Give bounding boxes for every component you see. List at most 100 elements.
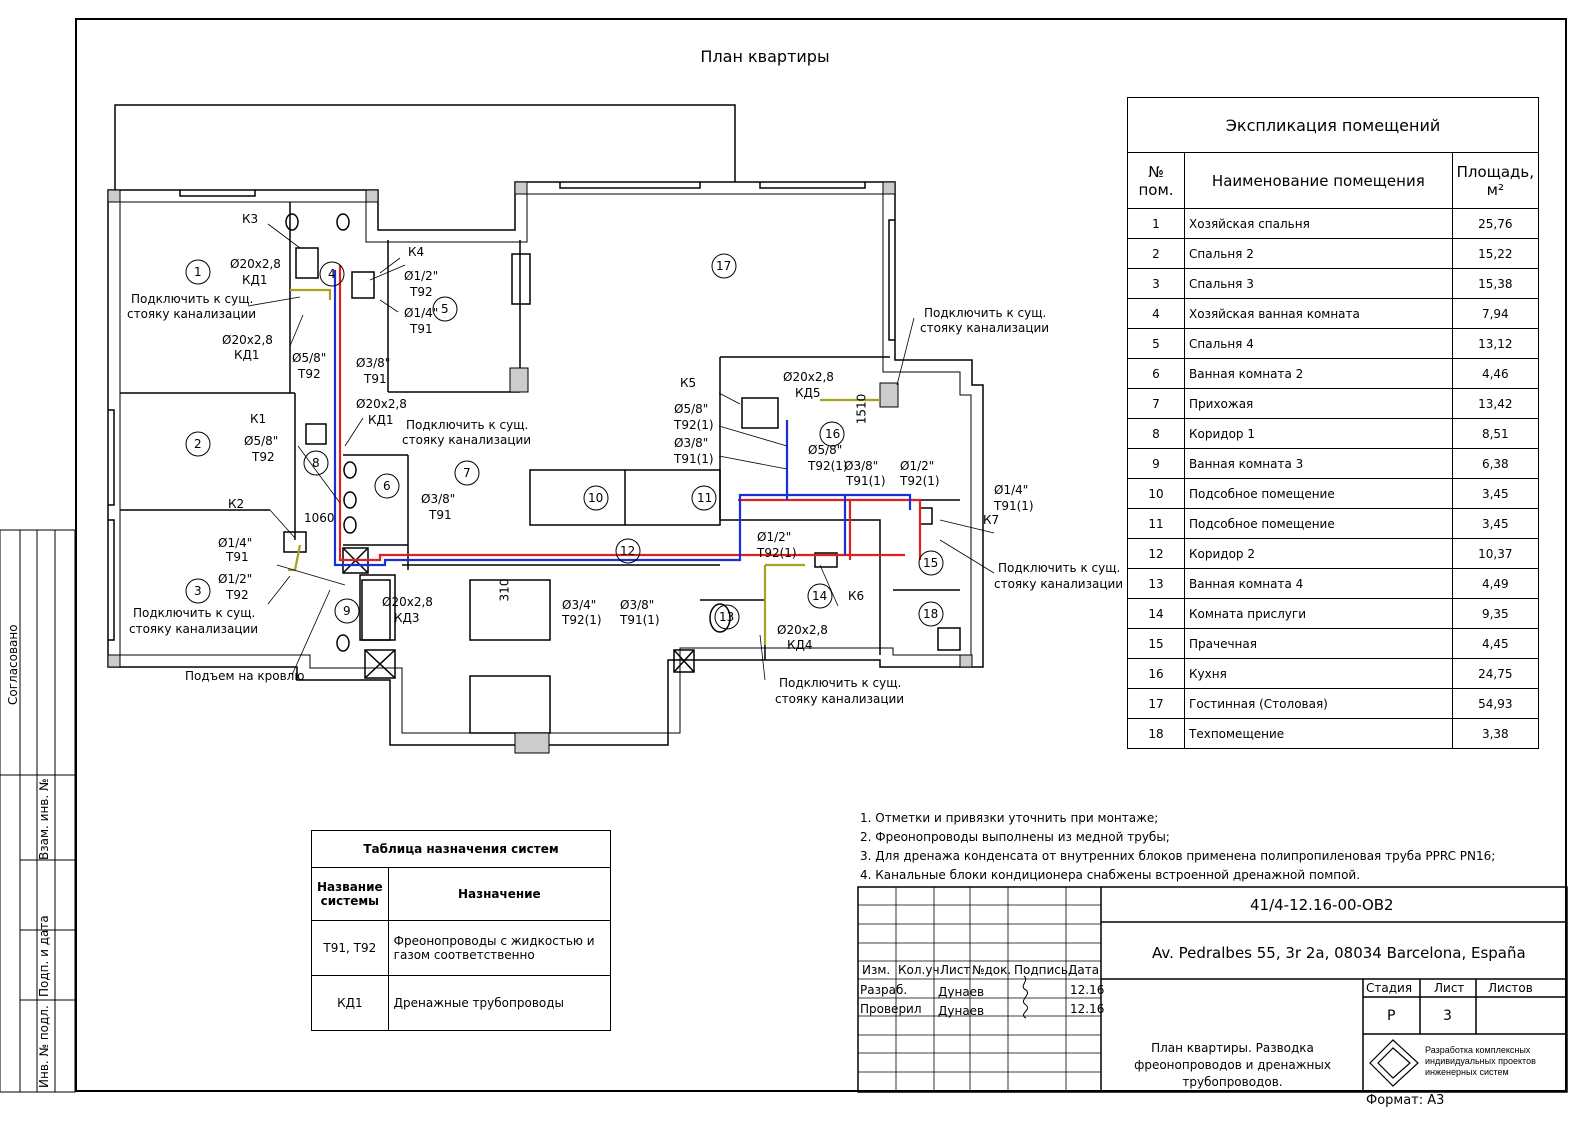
h-izm: Изм. — [862, 963, 891, 977]
room-number: 6 — [383, 479, 391, 493]
room-number: 3 — [194, 584, 202, 598]
room-name-cell: Гостинная (Столовая) — [1184, 688, 1453, 719]
explication-title: Экспликация помещений — [1127, 97, 1539, 153]
pipe-label: КД3 — [394, 611, 420, 625]
room-area-cell: 13,42 — [1451, 388, 1540, 419]
systems-title: Таблица назначения систем — [311, 830, 611, 868]
roof-label: Подъем на кровлю — [185, 669, 305, 683]
pipe-label: КД1 — [368, 413, 394, 427]
address: Av. Pedralbes 55, 3r 2a, 08034 Barcelona… — [1152, 944, 1526, 962]
room-name-cell: Ванная комната 4 — [1184, 568, 1453, 599]
room-name-cell: Подсобное помещение — [1184, 478, 1453, 509]
room-num-cell: 5 — [1127, 328, 1185, 359]
room-number: 4 — [328, 267, 336, 281]
unit-label: К7 — [983, 513, 1000, 527]
unit-label: К3 — [242, 212, 259, 226]
systems-row-purpose: Фреонопроводы с жидкостью и газом соотве… — [387, 920, 612, 976]
plan-title: План квартиры — [700, 47, 830, 66]
note-item: 4. Канальные блоки кондиционера снабжены… — [860, 868, 1361, 882]
pipe-label: Подключить к сущ. — [131, 292, 254, 306]
room-area-cell: 9,35 — [1451, 598, 1540, 629]
pipe-label: Ø3/8" — [421, 492, 456, 506]
stage-value: Р — [1387, 1008, 1396, 1024]
pipe-label: Ø3/8" — [620, 598, 655, 612]
explication-table: Экспликация помещений № пом. Наименовани… — [1127, 97, 1540, 749]
pipe-label: Т91(1) — [620, 613, 660, 627]
notes: 1. Отметки и привязки уточнить при монта… — [860, 809, 1495, 885]
pipe-label: Ø20х2,8 — [382, 595, 433, 609]
pipe-label: Ø1/4" — [404, 306, 439, 320]
pipe-label: Т92(1) — [900, 474, 940, 488]
col-name: Наименование помещения — [1184, 152, 1453, 209]
room-area-cell: 24,75 — [1451, 658, 1540, 689]
pipe-label: Подключить к сущ. — [998, 561, 1121, 575]
room-number: 14 — [812, 589, 828, 603]
note-item: 3. Для дренажа конденсата от внутренних … — [860, 849, 1496, 863]
sheet-value: 3 — [1443, 1008, 1452, 1024]
pipe-label: Ø1/2" — [900, 459, 935, 473]
doc-code: 41/4-12.16-00-ОВ2 — [1250, 896, 1394, 914]
room-number: 8 — [312, 456, 320, 470]
pipe-label: Т91(1) — [994, 499, 1034, 513]
pipe-label: Ø1/2" — [757, 530, 792, 544]
h-kol: Кол.уч — [898, 963, 940, 977]
sheet-header: Лист — [1434, 981, 1465, 995]
room-name-cell: Спальня 3 — [1184, 268, 1453, 299]
company-logo-icon — [1369, 1039, 1419, 1087]
pipe-label: стояку канализации — [920, 321, 1050, 335]
pipe-label: Ø5/8" — [808, 443, 843, 457]
room-area-cell: 15,38 — [1451, 268, 1540, 299]
room-num-cell: 18 — [1127, 718, 1185, 749]
room-num-cell: 14 — [1127, 598, 1185, 629]
pipe-label: Т91 — [410, 322, 433, 336]
row2-name: Дунаев — [938, 1004, 985, 1018]
room-number: 1 — [194, 265, 202, 279]
row1-name: Дунаев — [938, 985, 985, 999]
room-number: 16 — [825, 427, 841, 441]
room-number: 5 — [441, 302, 449, 316]
pipe-label: стояку канализации — [127, 307, 257, 321]
unit-label: К6 — [848, 589, 865, 603]
note-item: 2. Фреонопроводы выполнены из медной тру… — [860, 830, 1170, 844]
room-number: 10 — [588, 491, 604, 505]
pipe-label: Т91 — [429, 508, 452, 522]
pipe-label: Т92(1) — [674, 418, 714, 432]
room-num-cell: 11 — [1127, 508, 1185, 539]
systems-row-name: КД1 — [311, 975, 389, 1031]
pipe-label: Ø3/4" — [562, 598, 597, 612]
unit-label: К4 — [408, 245, 425, 259]
room-area-cell: 3,45 — [1451, 508, 1540, 539]
room-name-cell: Прачечная — [1184, 628, 1453, 659]
h-podp: Подпись — [1014, 963, 1068, 977]
room-num-cell: 7 — [1127, 388, 1185, 419]
dimension-label: 1060 — [304, 511, 335, 525]
pipe-label: Ø1/4" — [994, 483, 1029, 497]
room-number: 15 — [923, 556, 939, 570]
pipe-label: Т91(1) — [846, 474, 886, 488]
room-number: 13 — [719, 610, 735, 624]
row2-date: 12.16 — [1070, 1002, 1105, 1016]
pipe-label: Ø3/8" — [674, 436, 709, 450]
room-name-cell: Хозяйская ванная комната — [1184, 298, 1453, 329]
pipe-label: Ø5/8" — [244, 434, 279, 448]
pipe-label: Ø1/2" — [404, 269, 439, 283]
room-area-cell: 4,46 — [1451, 358, 1540, 389]
pipe-label: КД1 — [234, 348, 260, 362]
unit-label: К2 — [228, 497, 245, 511]
room-area-cell: 6,38 — [1451, 448, 1540, 479]
room-number: 11 — [697, 491, 713, 505]
pipe-label: КД4 — [787, 638, 813, 652]
sheets-header: Листов — [1488, 981, 1533, 995]
pipe-label: стояку канализации — [994, 577, 1124, 591]
h-ndok: №док. — [972, 963, 1012, 977]
pipe-label: КД1 — [242, 273, 268, 287]
room-number: 2 — [194, 437, 202, 451]
pipe-label: Ø1/2" — [218, 572, 253, 586]
